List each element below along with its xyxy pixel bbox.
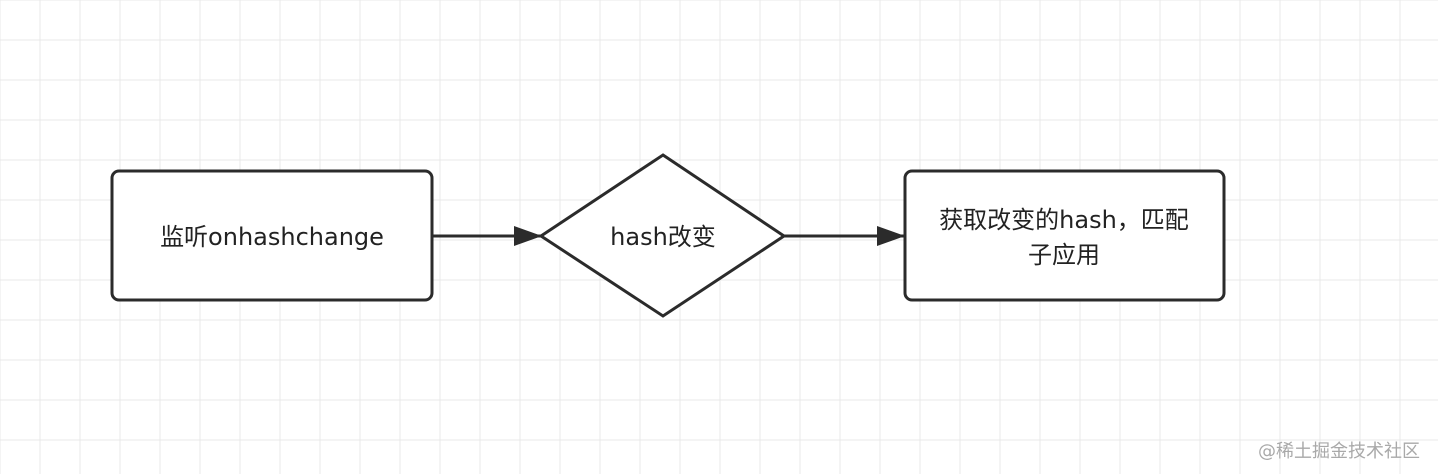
node-decision-shape bbox=[538, 153, 787, 318]
node-listen[interactable]: 监听onhashchange bbox=[110, 169, 434, 302]
node-match-label-line-1: 获取改变的hash，匹配 bbox=[939, 206, 1189, 234]
node-decision[interactable]: hash改变 bbox=[538, 153, 787, 318]
node-listen-label: 监听onhashchange bbox=[160, 223, 384, 251]
node-listen-shape bbox=[110, 169, 434, 302]
node-match-label-line-2: 子应用 bbox=[1028, 241, 1100, 269]
node-match-shape bbox=[903, 169, 1226, 302]
node-decision-label: hash改变 bbox=[610, 223, 716, 251]
node-match[interactable]: 获取改变的hash，匹配 子应用 bbox=[903, 169, 1226, 302]
watermark-text: @稀土掘金技术社区 bbox=[1258, 441, 1420, 462]
